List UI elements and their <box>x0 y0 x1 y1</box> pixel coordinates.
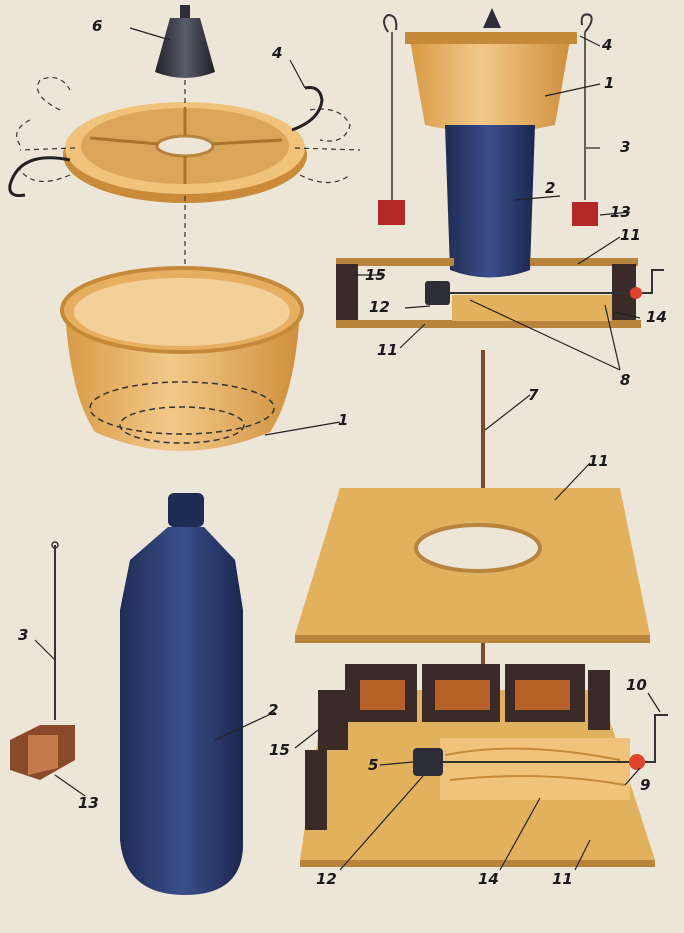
label-14: 14 <box>646 308 667 326</box>
label-7: 7 <box>528 386 539 404</box>
label-12: 12 <box>316 870 337 888</box>
bucket-part-1 <box>60 266 304 451</box>
lid-part <box>8 77 361 275</box>
label-11: 11 <box>552 870 573 888</box>
plate-part-11 <box>295 488 650 643</box>
label-5: 5 <box>368 756 378 774</box>
base-part-11 <box>300 664 668 867</box>
label-11: 11 <box>620 226 641 244</box>
label-13: 13 <box>78 794 99 812</box>
label-10: 10 <box>626 676 647 694</box>
label-2: 2 <box>545 179 555 197</box>
weight-icon <box>378 200 405 225</box>
label-1: 1 <box>604 74 614 92</box>
label-4: 4 <box>601 36 612 54</box>
cap-part-6 <box>155 5 215 78</box>
label-6: 6 <box>92 17 102 35</box>
hook-icon <box>291 86 324 132</box>
label-2: 2 <box>268 701 278 719</box>
label-11: 11 <box>588 452 609 470</box>
label-3: 3 <box>620 138 630 156</box>
label-15: 15 <box>269 741 290 759</box>
label-1: 1 <box>338 411 348 429</box>
bead-part-9 <box>629 754 645 770</box>
label-8: 8 <box>620 371 630 389</box>
weight-part-13-left <box>10 541 75 780</box>
bearing-part-5 <box>413 748 443 776</box>
label-13: 13 <box>610 203 631 221</box>
hook-icon <box>8 156 71 197</box>
bottle-part-2 <box>120 493 244 895</box>
bar-part-14 <box>440 738 630 800</box>
weight-icon <box>572 202 598 226</box>
label-11: 11 <box>377 341 398 359</box>
leader-lines <box>34 27 661 871</box>
label-9: 9 <box>640 776 650 794</box>
assembled-unit-top-right <box>336 8 664 328</box>
label-4: 4 <box>271 44 282 62</box>
label-3: 3 <box>18 626 28 644</box>
label-15: 15 <box>365 266 386 284</box>
label-12: 12 <box>369 298 390 316</box>
part-labels: 6 4 4 1 3 2 13 11 15 12 11 14 8 7 1 11 1… <box>18 17 667 888</box>
label-14: 14 <box>478 870 499 888</box>
